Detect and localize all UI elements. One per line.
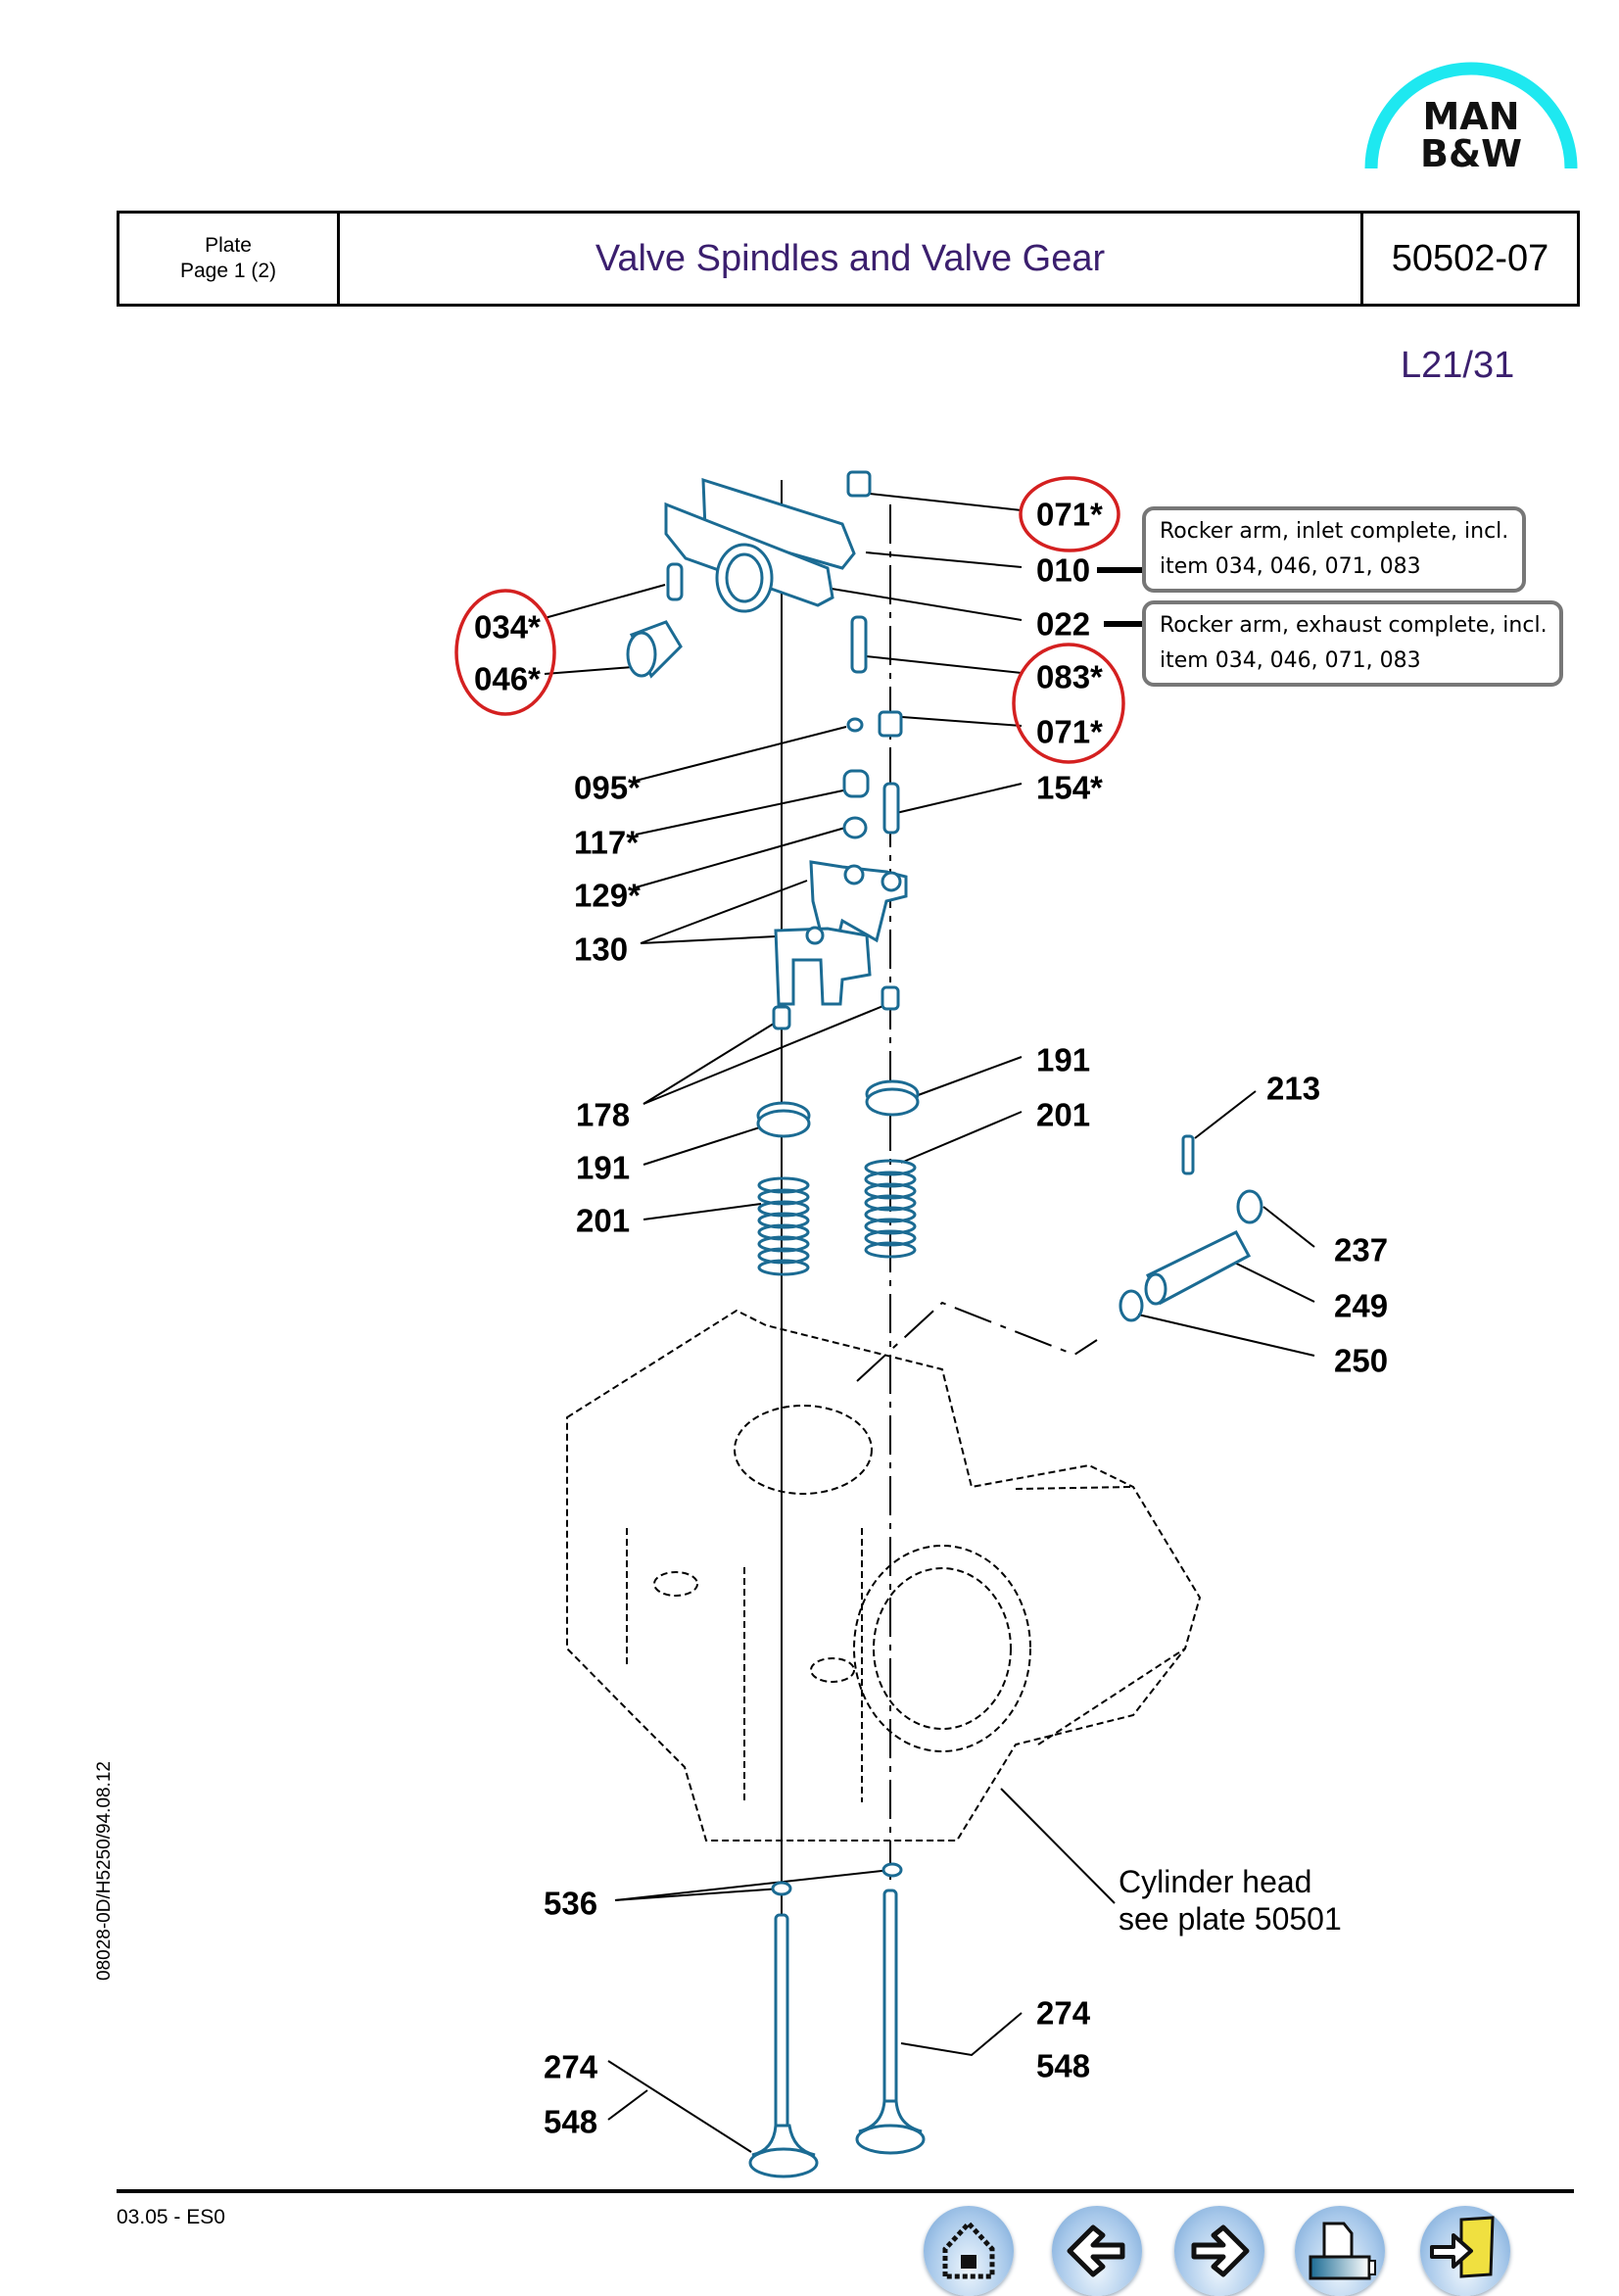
part-label-249: 249	[1334, 1287, 1389, 1324]
arrow-left-icon	[1067, 2224, 1125, 2277]
part-label-548: 548	[1036, 2047, 1091, 2084]
callout-text: Rocker arm, exhaust complete, incl.	[1160, 613, 1548, 638]
back-button[interactable]	[1052, 2206, 1142, 2296]
spring-coil	[864, 1241, 917, 1259]
part-label-154: 154*	[1036, 769, 1103, 806]
exit-door-icon	[1430, 2216, 1495, 2278]
part-label-034: 034*	[474, 608, 541, 646]
document-code: 08028-0D/H5250/94.08.12	[94, 1761, 115, 1981]
part-label-083: 083*	[1036, 658, 1103, 695]
page-title: Valve Spindles and Valve Gear	[340, 214, 1363, 304]
spring-coil	[864, 1229, 917, 1247]
home-icon	[942, 2220, 995, 2279]
callout-inlet-rocker-arm: Rocker arm, inlet complete, incl. item 0…	[1142, 506, 1526, 593]
engine-model: L21/31	[1401, 345, 1515, 386]
footer-divider	[117, 2189, 1574, 2193]
spring-coil	[864, 1171, 917, 1188]
spring-coil	[757, 1223, 810, 1241]
arrow-right-icon	[1191, 2224, 1250, 2277]
cylinder-head-drawing	[566, 1309, 1202, 1842]
callout-text: item 034, 046, 071, 083	[1160, 554, 1421, 579]
spring-coil	[757, 1259, 810, 1276]
part-label-201: 201	[576, 1202, 631, 1239]
part-label-536: 536	[544, 1885, 598, 1922]
part-label-117: 117*	[574, 824, 640, 861]
callout-text: Rocker arm, inlet complete, incl.	[1160, 519, 1509, 544]
part-label-191: 191	[576, 1149, 631, 1186]
part-label-548: 548	[544, 2103, 598, 2140]
part-label-130: 130	[574, 931, 629, 968]
part-label-129: 129*	[574, 877, 641, 914]
valve-parts	[626, 470, 1263, 2178]
part-label-010: 010	[1036, 551, 1091, 589]
part-label-071: 071*	[1036, 713, 1103, 750]
spring-coil	[757, 1176, 810, 1194]
leader-lines	[544, 492, 1315, 2153]
part-label-046: 046*	[474, 660, 541, 697]
note-line: Cylinder head	[1119, 1864, 1312, 1899]
valve-springs	[757, 1159, 917, 1276]
part-label-250: 250	[1334, 1342, 1389, 1379]
spring-coil	[757, 1235, 810, 1253]
spring-coil	[864, 1182, 917, 1200]
part-label-274: 274	[1036, 1994, 1091, 2032]
note-line: see plate 50501	[1119, 1901, 1342, 1937]
printer-icon	[1309, 2222, 1376, 2280]
part-label-178: 178	[576, 1096, 631, 1133]
part-label-191: 191	[1036, 1041, 1091, 1078]
highlight-circles	[454, 476, 1125, 764]
spring-coil	[864, 1206, 917, 1223]
spring-coil	[864, 1218, 917, 1235]
part-label-095: 095*	[574, 769, 641, 806]
exit-button[interactable]	[1420, 2206, 1510, 2296]
man-bw-logo: MAN B&W	[1363, 51, 1579, 175]
plate-number: 50502-07	[1391, 237, 1549, 279]
forward-button[interactable]	[1174, 2206, 1264, 2296]
spring-coil	[864, 1194, 917, 1212]
part-label-022: 022	[1036, 605, 1091, 643]
part-label-213: 213	[1266, 1070, 1321, 1107]
plate-label: Plate	[205, 234, 252, 257]
part-label-237: 237	[1334, 1231, 1389, 1268]
title-block: Plate Page 1 (2) Valve Spindles and Valv…	[117, 211, 1580, 307]
page-label: Page 1 (2)	[179, 260, 277, 282]
part-label-201: 201	[1036, 1096, 1091, 1133]
footer-code: 03.05 - ES0	[117, 2206, 225, 2228]
callout-exhaust-rocker-arm: Rocker arm, exhaust complete, incl. item…	[1142, 600, 1563, 687]
part-label-071: 071*	[1036, 496, 1103, 533]
cylinder-head-note: Cylinder head see plate 50501	[1119, 1863, 1342, 1937]
svg-text:MAN: MAN	[1422, 95, 1519, 138]
part-label-274: 274	[544, 2048, 598, 2085]
callout-text: item 034, 046, 071, 083	[1160, 648, 1421, 673]
plate-page-cell: Plate Page 1 (2)	[119, 214, 340, 304]
svg-text:B&W: B&W	[1420, 132, 1522, 173]
spring-coil	[757, 1247, 810, 1265]
print-button[interactable]	[1295, 2206, 1385, 2296]
home-button[interactable]	[924, 2206, 1014, 2296]
spring-coil	[757, 1200, 810, 1218]
spring-coil	[864, 1159, 917, 1176]
spring-coil	[757, 1188, 810, 1206]
spring-coil	[757, 1212, 810, 1229]
